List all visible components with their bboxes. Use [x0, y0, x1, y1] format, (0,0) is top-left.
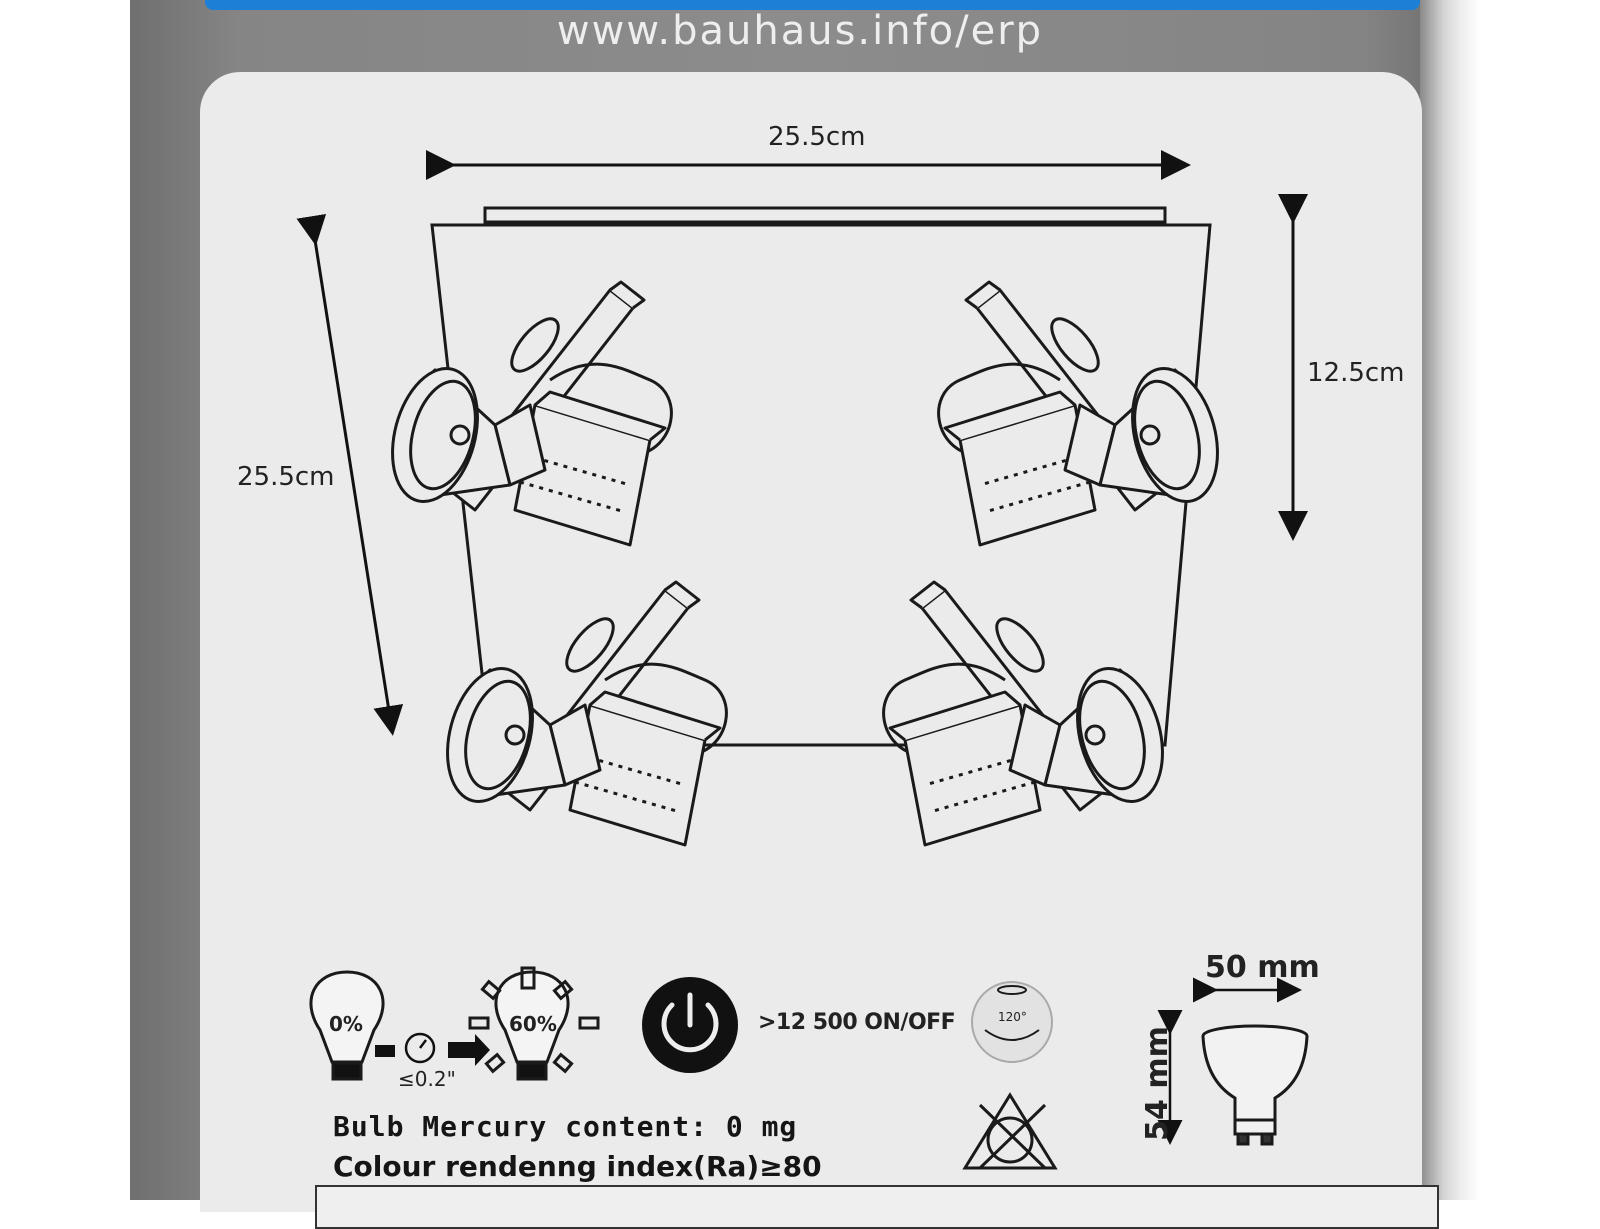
- height-label: 12.5cm: [1307, 358, 1405, 388]
- brand-band: [205, 0, 1420, 10]
- gu10-bulb-icon: [1201, 1024, 1309, 1146]
- arrow-stem: [375, 1045, 395, 1057]
- beam-angle-icon: [971, 981, 1053, 1063]
- bottom-info-box: [315, 1185, 1439, 1229]
- website-url: www.bauhaus.info/erp: [556, 8, 1044, 54]
- bulb-on-icon: [468, 966, 600, 1081]
- bulb-on-label: 60%: [509, 1012, 557, 1036]
- depth-arrow: [296, 213, 404, 736]
- power-icon: [642, 977, 738, 1073]
- product-diagram: [296, 150, 1309, 1170]
- bulb-off-icon: [309, 970, 385, 1081]
- bulb-width-label: 50 mm: [1205, 950, 1320, 985]
- depth-label: 25.5cm: [237, 462, 335, 492]
- box-edge: [1420, 0, 1480, 1200]
- width-label: 25.5cm: [768, 122, 866, 152]
- no-dimmer-icon: [962, 1092, 1058, 1170]
- mercury-content: Bulb Mercury content: 0 mg: [333, 1110, 798, 1143]
- bulb-height-label: 54 mm: [1139, 1026, 1175, 1141]
- switch-cycles-label: >12 500 ON/OFF: [758, 1010, 956, 1035]
- timer-icon: [404, 1032, 436, 1064]
- bulb-off-label: 0%: [329, 1012, 363, 1036]
- arrow-right-icon: [448, 1034, 490, 1066]
- colour-rendering-index: Colour rendenng index(Ra)≥80: [333, 1150, 822, 1183]
- beam-angle-label: 120°: [998, 1010, 1027, 1024]
- startup-time-label: ≤0.2": [398, 1067, 456, 1091]
